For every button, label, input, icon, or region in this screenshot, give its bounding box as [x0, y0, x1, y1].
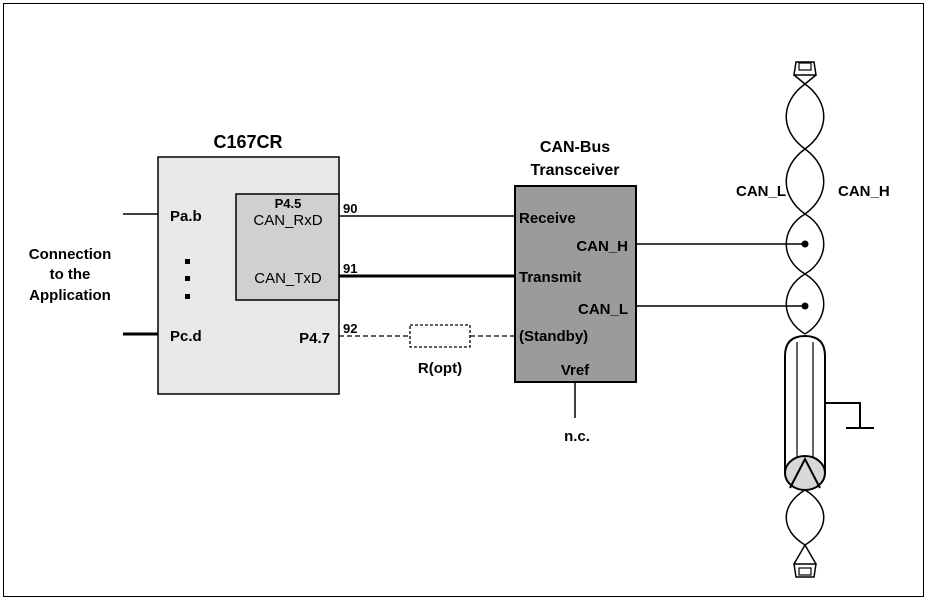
pin-91-label: 91: [343, 261, 357, 276]
resistor-label: R(opt): [418, 360, 462, 377]
bus-can-l-label: CAN_L: [736, 183, 786, 200]
transceiver-box: [514, 185, 637, 383]
bus-can-h-label: CAN_H: [838, 183, 890, 200]
p45-label: P4.5: [275, 196, 302, 211]
port-cd-label: Pc.d: [170, 328, 202, 345]
twisted-pair-lower: [785, 489, 825, 565]
ellipsis-dot: [185, 294, 190, 299]
vref-label: Vref: [561, 362, 590, 379]
p47-label: P4.7: [299, 330, 330, 347]
can-txd-label: CAN_TxD: [254, 270, 322, 287]
can-l-junction: [801, 302, 809, 310]
pin-90-label: 90: [343, 201, 357, 216]
can-h-junction: [801, 240, 809, 248]
can-module-box: [235, 193, 340, 301]
controller-title: C167CR: [213, 132, 282, 152]
cable-end-wires: [789, 456, 821, 489]
shield-line: [825, 402, 861, 428]
ellipsis-dot: [185, 276, 190, 281]
tr-can-h-label: CAN_H: [576, 238, 628, 255]
transmit-label: Transmit: [519, 269, 582, 286]
frame-border: [3, 3, 924, 597]
top-terminator-wires: [793, 74, 817, 85]
receive-label: Receive: [519, 210, 576, 227]
cable-sheath: [784, 334, 826, 474]
tr-can-l-label: CAN_L: [578, 301, 628, 318]
twisted-pair-upper: [785, 83, 825, 335]
pin-92-label: 92: [343, 321, 357, 336]
can-rxd-label: CAN_RxD: [253, 212, 322, 229]
nc-label: n.c.: [564, 428, 590, 445]
application-label-line3: Application: [29, 287, 111, 304]
optional-resistor: [409, 324, 471, 348]
application-label-line2: to the: [50, 266, 91, 283]
application-label-line1: Connection: [29, 246, 112, 263]
bottom-terminator-cap: [798, 567, 812, 576]
standby-label: (Standby): [519, 328, 588, 345]
transceiver-title-line1: CAN-Bus: [540, 139, 610, 156]
port-ab-label: Pa.b: [170, 208, 202, 225]
ellipsis-dot: [185, 259, 190, 264]
top-terminator-cap: [798, 62, 812, 71]
transceiver-title-line2: Transceiver: [531, 162, 620, 179]
